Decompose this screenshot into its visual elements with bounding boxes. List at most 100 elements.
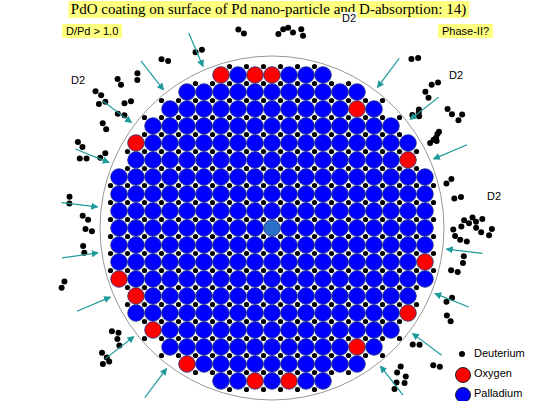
palladium-atom	[298, 152, 315, 169]
deuterium-atom	[346, 81, 351, 86]
palladium-atom	[264, 322, 281, 339]
deuterium-atom	[210, 200, 215, 205]
palladium-atom	[349, 254, 366, 271]
palladium-atom	[366, 186, 383, 203]
deuterium-atom	[346, 132, 351, 137]
palladium-atom	[281, 152, 298, 169]
palladium-atom	[332, 254, 349, 271]
palladium-atom	[213, 271, 230, 288]
palladium-atom	[196, 237, 213, 254]
palladium-atom	[366, 101, 383, 118]
deuterium-atom	[295, 336, 300, 341]
palladium-atom	[196, 203, 213, 220]
palladium-atom	[281, 67, 298, 84]
deuterium-atom	[210, 302, 215, 307]
deuterium-atom	[193, 183, 198, 188]
palladium-atom	[230, 356, 247, 373]
deuterium-atom	[261, 285, 266, 290]
deuterium-atom	[295, 353, 300, 358]
deuterium-atom	[363, 234, 368, 239]
deuterium-atom	[210, 336, 215, 341]
deuterium-atom	[159, 166, 164, 171]
palladium-atom	[383, 322, 400, 339]
deuterium-atom	[159, 285, 164, 290]
deuterium-atom	[278, 149, 283, 154]
deuterium-atom	[125, 234, 130, 239]
palladium-atom	[145, 305, 162, 322]
palladium-atom	[196, 356, 213, 373]
palladium-atom	[298, 322, 315, 339]
deuterium-atom	[346, 268, 351, 273]
palladium-atom	[332, 237, 349, 254]
deuterium-atom	[278, 285, 283, 290]
palladium-atom	[332, 186, 349, 203]
deuterium-atom	[244, 370, 249, 375]
deuterium-atom	[414, 234, 419, 239]
deuterium-atom	[108, 251, 113, 256]
deuterium-atom	[176, 132, 181, 137]
palladium-atom	[332, 84, 349, 101]
palladium-atom	[196, 186, 213, 203]
palladium-atom	[349, 169, 366, 186]
molecule-label: D2	[448, 69, 464, 81]
deuterium-atom	[210, 268, 215, 273]
palladium-atom	[281, 118, 298, 135]
palladium-atom	[247, 322, 264, 339]
deuterium-atom	[244, 217, 249, 222]
palladium-atom	[400, 220, 417, 237]
deuterium-atom	[193, 319, 198, 324]
palladium-atom	[315, 203, 332, 220]
palladium-atom	[179, 288, 196, 305]
deuterium-atom	[210, 183, 215, 188]
deuterium-atom	[295, 64, 300, 69]
palladium-atom	[349, 322, 366, 339]
deuterium-atom	[431, 251, 436, 256]
deuterium-atom	[244, 132, 249, 137]
palladium-atom	[332, 322, 349, 339]
deuterium-atom	[380, 353, 385, 358]
palladium-atom	[247, 305, 264, 322]
palladium-atom	[417, 271, 434, 288]
deuterium-atom	[176, 115, 181, 120]
palladium-atom	[281, 220, 298, 237]
deuterium-atom	[193, 234, 198, 239]
deuterium-atom	[346, 370, 351, 375]
deuterium-atom	[244, 251, 249, 256]
oxygen-atom	[247, 67, 264, 84]
palladium-atom	[383, 288, 400, 305]
deuterium-atom	[125, 285, 130, 290]
deuterium-atom	[261, 319, 266, 324]
palladium-atom	[196, 84, 213, 101]
deuterium-atom	[227, 319, 232, 324]
deuterium-atom	[176, 268, 181, 273]
palladium-atom	[264, 288, 281, 305]
palladium-atom	[383, 118, 400, 135]
deuterium-atom	[278, 268, 283, 273]
palladium-atom	[298, 373, 315, 390]
deuterium-atom	[193, 336, 198, 341]
palladium-atom	[111, 203, 128, 220]
palladium-atom	[179, 339, 196, 356]
deuterium-atom	[431, 268, 436, 273]
palladium-atom	[213, 152, 230, 169]
palladium-atom	[230, 203, 247, 220]
deuterium-atom	[244, 81, 249, 86]
deuterium-atom	[244, 115, 249, 120]
palladium-atom	[298, 237, 315, 254]
oxygen-atom	[128, 135, 145, 152]
palladium-atom	[400, 288, 417, 305]
palladium-atom	[315, 101, 332, 118]
palladium-atom	[315, 254, 332, 271]
deuterium-atom	[244, 183, 249, 188]
palladium-atom	[366, 271, 383, 288]
palladium-atom	[213, 305, 230, 322]
deuterium-atom	[363, 285, 368, 290]
palladium-atom	[332, 101, 349, 118]
deuterium-atom	[108, 200, 113, 205]
palladium-atom	[162, 220, 179, 237]
palladium-atom	[128, 203, 145, 220]
deuterium-atom	[159, 234, 164, 239]
palladium-atom	[264, 101, 281, 118]
palladium-atom	[162, 152, 179, 169]
palladium-atom	[162, 118, 179, 135]
